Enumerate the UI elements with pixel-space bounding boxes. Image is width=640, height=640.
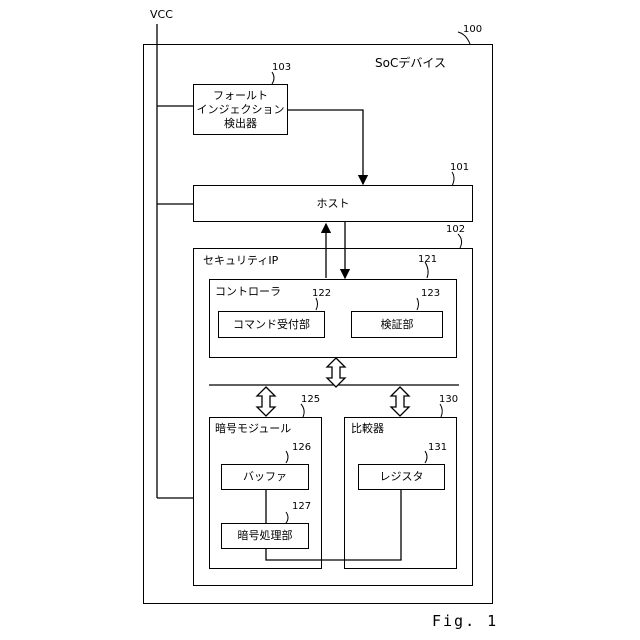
buffer-label: バッファ bbox=[221, 464, 309, 490]
security-ip-title: セキュリティIP bbox=[203, 254, 278, 267]
crypto-processor-label: 暗号処理部 bbox=[221, 523, 309, 549]
comparator-title: 比較器 bbox=[351, 422, 384, 435]
command-receiver-ref-number: 122 bbox=[312, 288, 331, 300]
comparator-ref-number: 130 bbox=[439, 394, 458, 406]
crypto-module-ref-number: 125 bbox=[301, 394, 320, 406]
security-ip-ref-number: 102 bbox=[446, 224, 465, 236]
figure-caption: Fig. 1 bbox=[432, 612, 498, 630]
buffer-ref-number: 126 bbox=[292, 442, 311, 454]
verifier-ref-number: 123 bbox=[421, 288, 440, 300]
fault-injection-detector-label: フォールト インジェクション 検出器 bbox=[193, 84, 288, 135]
command-receiver-label: コマンド受付部 bbox=[218, 311, 325, 338]
soc-ref-number: 100 bbox=[463, 24, 482, 36]
controller-title: コントローラ bbox=[215, 285, 281, 298]
comparator-box bbox=[344, 417, 457, 569]
crypto-processor-ref-number: 127 bbox=[292, 501, 311, 513]
host-label: ホスト bbox=[193, 185, 473, 222]
register-label: レジスタ bbox=[358, 464, 445, 490]
register-ref-number: 131 bbox=[428, 442, 447, 454]
verifier-label: 検証部 bbox=[351, 311, 443, 338]
controller-ref-number: 121 bbox=[418, 254, 437, 266]
fault-detector-ref-number: 103 bbox=[272, 62, 291, 74]
vcc-label: VCC bbox=[150, 8, 173, 21]
crypto-module-title: 暗号モジュール bbox=[215, 422, 291, 435]
soc-device-title: SoCデバイス bbox=[375, 57, 446, 70]
host-ref-number: 101 bbox=[450, 162, 469, 174]
